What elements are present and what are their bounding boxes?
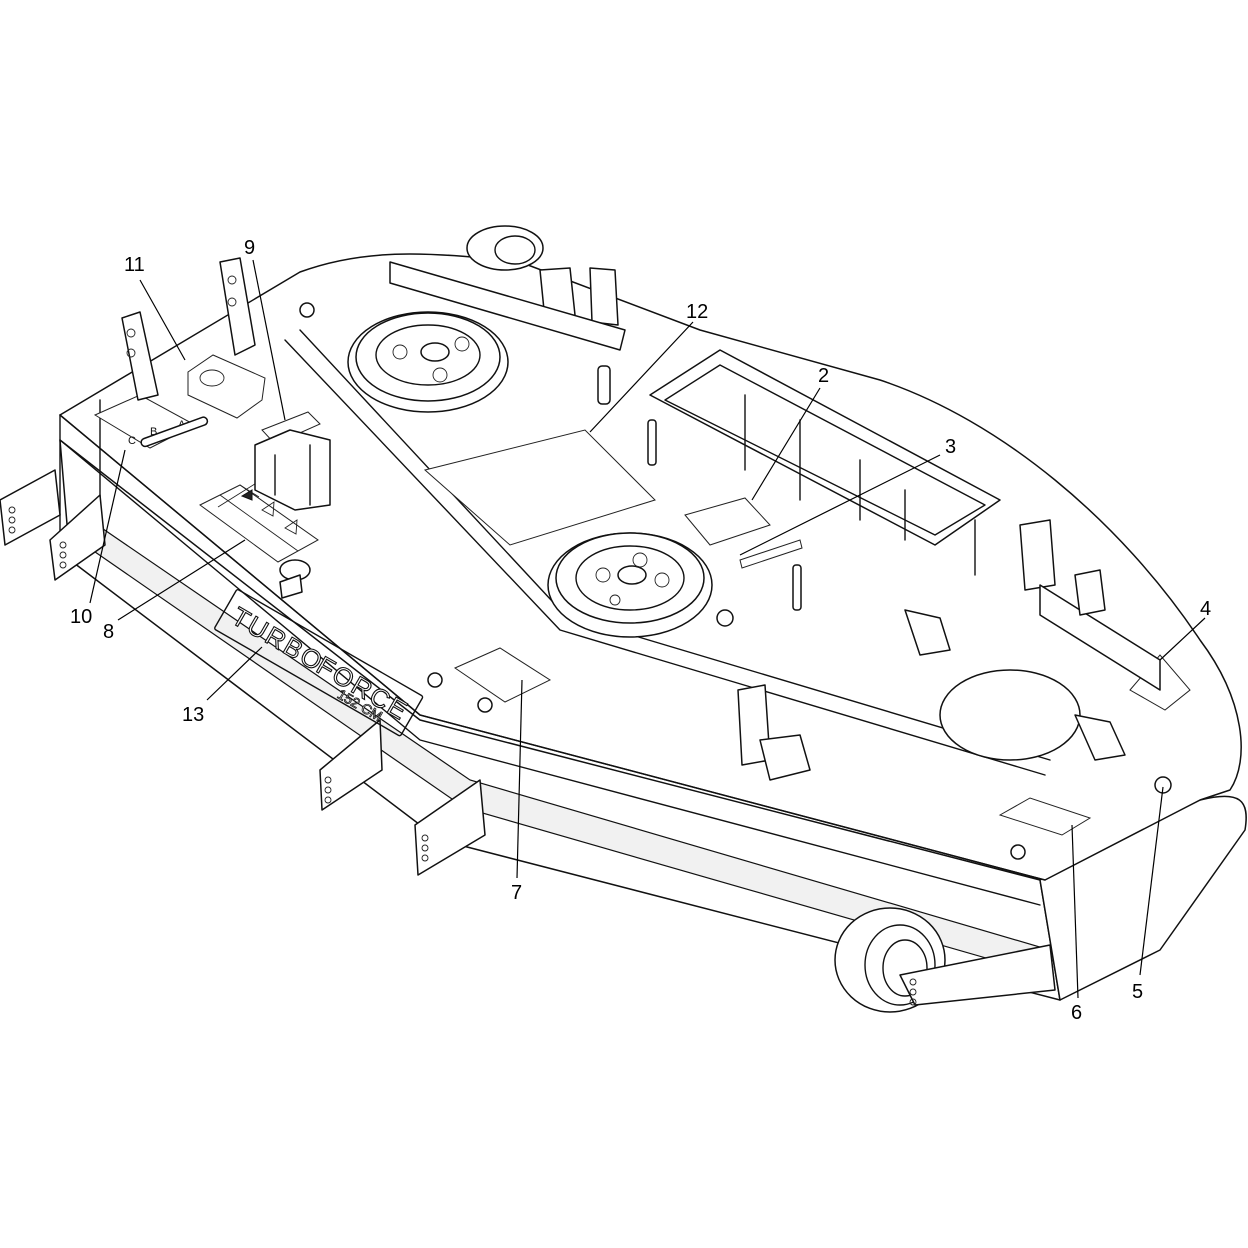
callout-6: 6 [1071,1002,1082,1024]
callout-4: 4 [1200,598,1211,620]
discharge-opening [939,669,1081,761]
rear-baffle-ribs [744,394,976,576]
decals: A B C [93,354,1191,836]
decal-belt-cover [423,429,656,546]
callout-11: 11 [124,254,145,276]
decal-item-2 [684,497,771,546]
callout-10: 10 [70,606,92,628]
callout-8: 8 [103,621,114,643]
callout-13: 13 [182,704,204,726]
front-roller-wheel [834,907,1056,1013]
spindle-pulley-rear [347,311,509,413]
callout-9: 9 [244,237,255,259]
belt-cover-ridge [284,339,1046,776]
callout-3: 3 [945,436,956,458]
decal-item-6 [998,797,1092,836]
callout-7: 7 [511,882,522,904]
decal-item-3 [739,539,803,569]
callout-labels: 2 3 4 5 6 7 8 9 10 11 12 13 [70,237,1211,1024]
side-hitch-plates [0,469,486,876]
deck-front-rim-lower [59,439,1041,906]
leader-lines [89,259,1206,999]
rear-roller-wheel [466,225,544,271]
deck-right-skirt [1039,795,1247,1001]
spindle-pulley-front [547,532,713,638]
callout-2: 2 [818,365,829,387]
hardware [121,257,1172,860]
decal-item-8 [199,481,319,563]
deck-front-rim [59,414,1046,881]
rear-baffle-box [649,349,1001,546]
decal-item-7 [453,647,552,703]
callout-12: 12 [686,301,708,323]
rear-baffle-box-inner [664,364,986,536]
height-mark-b: B [150,426,157,438]
callout-5: 5 [1132,981,1143,1003]
height-mark-c: C [128,435,136,447]
